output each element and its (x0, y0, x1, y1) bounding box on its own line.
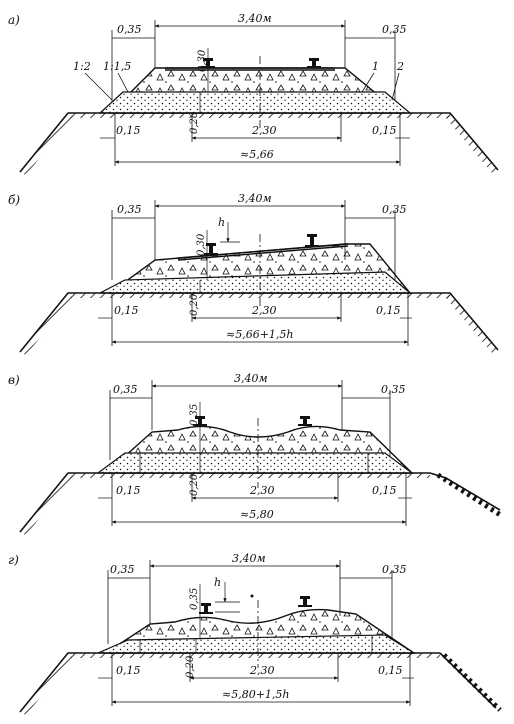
edge-left-label: 0,15 (114, 304, 139, 317)
subgrade-line (19, 292, 499, 353)
shoulder-right-label: 0,35 (382, 563, 407, 576)
top-width-label: 3,40м (234, 372, 268, 385)
sand-layer (98, 91, 412, 114)
slope-outer-label: 1:2 (73, 60, 91, 73)
shoulder-right-label: 0,35 (382, 23, 407, 36)
subgrade-hatch (68, 473, 430, 478)
panel-c: в) 3,40м 0,35 0,35 0,35 0,20 (8, 372, 504, 535)
subgrade-line (19, 652, 440, 713)
subgrade-hatch (445, 293, 498, 353)
panel-a: а) 3,40м 0,35 0,35 0,30 0,20 1:2 (8, 12, 499, 175)
rail-height-label: 0,30 (197, 49, 208, 72)
rail-height-label: 0,35 (189, 404, 200, 426)
panel-b: б) 3,40м 0,35 0,35 h 0,30 0,20 (8, 192, 499, 355)
leader-line (391, 72, 400, 101)
total-width-label: ≈5,66 (240, 148, 274, 161)
edge-right-label: 0,15 (378, 664, 403, 677)
edge-right-label: 0,15 (372, 484, 397, 497)
subgrade-hatch (442, 653, 502, 712)
total-width-label: ≈5,66+1,5h (226, 328, 294, 341)
sand-layer (96, 452, 414, 474)
shoulder-left-label: 0,35 (117, 23, 142, 36)
leader-line (361, 72, 375, 93)
rail-height-label: 0,30 (196, 233, 207, 256)
sub-height-label: 0,20 (189, 473, 200, 496)
rail-icon (305, 234, 319, 247)
top-width-label: 3,40м (238, 192, 272, 205)
rail-icon (298, 596, 312, 607)
layer-marker-1: 1 (372, 60, 379, 73)
leader-line (84, 72, 113, 101)
base-width-label: 2,30 (249, 484, 275, 497)
h-label: h (214, 576, 221, 589)
rail-icon (298, 416, 312, 426)
subgrade-hatch (68, 293, 450, 298)
subgrade-line (19, 472, 430, 533)
sleeper (177, 243, 349, 259)
panel-d: г) 3,40м 0,35 0,35 h 0,35 0,20 (8, 552, 502, 715)
subgrade-hatch (445, 113, 498, 173)
rail-icon (307, 58, 321, 68)
h-label: h (218, 216, 225, 229)
subgrade-hatch (68, 653, 440, 658)
top-width-label: 3,40м (238, 12, 272, 25)
shoulder-right-label: 0,35 (381, 383, 406, 396)
subgrade-hatch (20, 473, 73, 535)
layer-marker-2: 2 (396, 60, 404, 73)
panel-label: б) (8, 193, 20, 207)
subgrade-hatch (20, 293, 73, 355)
sub-height-label: 0,20 (185, 655, 196, 678)
sub-height-label: 0,20 (189, 293, 200, 316)
base-width-label: 2,30 (251, 304, 277, 317)
shoulder-left-label: 0,35 (117, 203, 142, 216)
top-width-label: 3,40м (232, 552, 266, 565)
base-width-label: 2,30 (249, 664, 275, 677)
slope-inner-label: 1:1,5 (103, 60, 131, 73)
shoulder-left-label: 0,35 (113, 383, 138, 396)
leader-line (117, 72, 129, 93)
subgrade-hatch (20, 653, 73, 715)
edge-left-label: 0,15 (116, 484, 141, 497)
sub-height-label: 0,20 (189, 111, 200, 134)
shoulder-right-label: 0,35 (382, 203, 407, 216)
total-width-label: ≈5,80+1,5h (222, 688, 290, 701)
shoulder-left-label: 0,35 (110, 563, 135, 576)
edge-left-label: 0,15 (116, 664, 141, 677)
sleeper (177, 245, 349, 261)
edge-right-label: 0,15 (376, 304, 401, 317)
subgrade-hatch (20, 113, 73, 175)
panel-label: г) (8, 553, 19, 567)
subgrade-hatch (436, 472, 504, 519)
subgrade-line (19, 112, 499, 173)
subgrade-line (429, 472, 501, 511)
edge-left-label: 0,15 (116, 124, 141, 137)
total-width-label: ≈5,80 (240, 508, 274, 521)
marker-dot (250, 594, 254, 598)
edge-right-label: 0,15 (372, 124, 397, 137)
rail-height-label: 0,35 (189, 588, 200, 610)
rail-icon (204, 243, 218, 255)
base-width-label: 2,30 (251, 124, 277, 137)
panel-label: а) (8, 13, 20, 27)
panel-label: в) (8, 373, 20, 387)
subgrade-hatch (68, 113, 450, 118)
rail-icon (199, 603, 213, 614)
